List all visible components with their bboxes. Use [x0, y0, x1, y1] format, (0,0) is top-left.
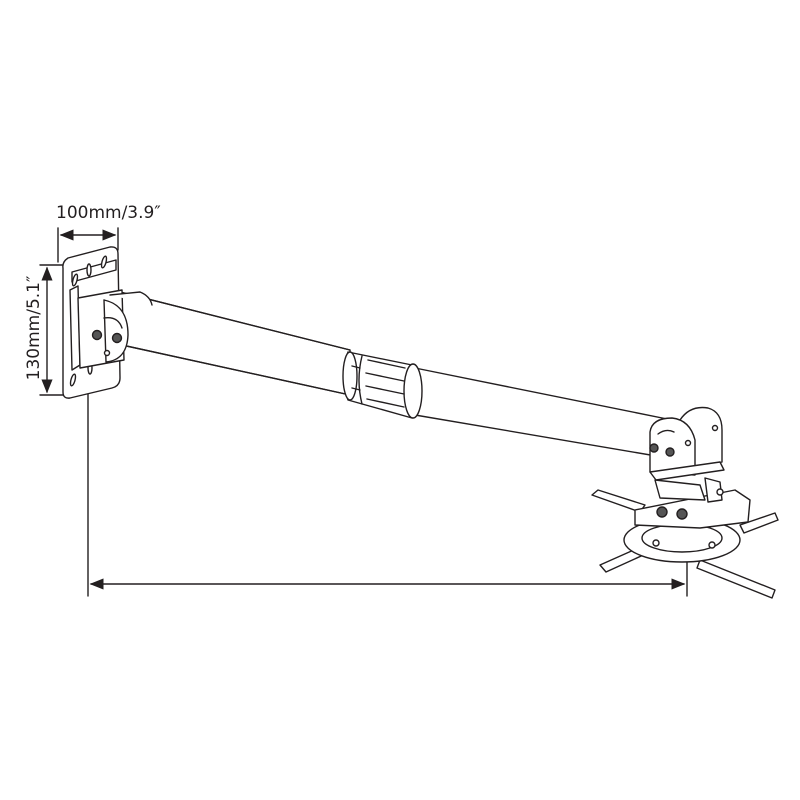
spider-mount — [591, 477, 779, 599]
tilt-bracket — [649, 406, 725, 481]
wall-plate — [62, 246, 153, 399]
width-dimension — [57, 227, 119, 263]
plate-width-label: 100mm/3.9″ — [56, 203, 161, 223]
extension-collar — [342, 351, 423, 419]
length-dimension — [87, 389, 688, 597]
